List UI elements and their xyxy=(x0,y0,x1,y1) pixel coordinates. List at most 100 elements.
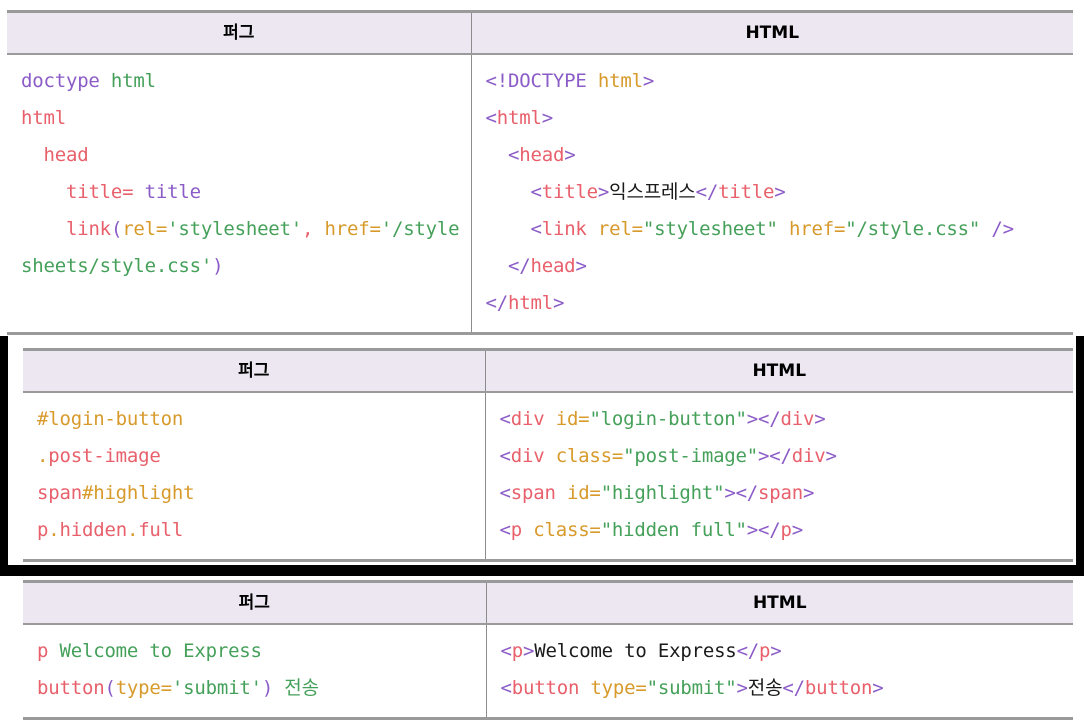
code-token: head xyxy=(519,144,565,166)
code-token: href= xyxy=(777,218,846,240)
code-token: span xyxy=(510,482,556,504)
code-line: span#highlight xyxy=(37,475,479,512)
code-token: </ xyxy=(736,640,760,662)
code-token: ) xyxy=(261,677,274,699)
code-line: #login-button xyxy=(37,401,479,438)
code-line: <link rel="stylesheet" href="/style.css"… xyxy=(486,211,1068,248)
code-token: > xyxy=(597,181,610,203)
code-line: <head> xyxy=(486,137,1068,174)
table-header-row: 퍼그 HTML xyxy=(23,580,1073,625)
code-token: div xyxy=(791,445,826,467)
code-token: href= xyxy=(324,218,381,240)
code-token: "post-image" xyxy=(623,445,759,467)
table-header-row: 퍼그 HTML xyxy=(23,348,1073,393)
code-token: link xyxy=(541,218,587,240)
code-line: </html> xyxy=(486,285,1068,322)
column-header-html: HTML xyxy=(470,10,1073,55)
column-header-pug: 퍼그 xyxy=(23,348,486,393)
code-line: button(type='submit') 전송 xyxy=(37,670,480,707)
code-token: "/style.css" xyxy=(845,218,981,240)
code-line: .post-image xyxy=(37,438,479,475)
code-token: "stylesheet" xyxy=(642,218,778,240)
code-token: title xyxy=(133,181,201,203)
code-token: doctype xyxy=(21,70,111,92)
code-token: > xyxy=(541,107,553,129)
code-line: <p class="hidden full"></p> xyxy=(500,512,1068,549)
code-token: span xyxy=(37,482,82,504)
code-token: 'stylesheet' xyxy=(167,218,303,240)
code-line: <div class="post-image"></div> xyxy=(500,438,1068,475)
code-token: div xyxy=(510,408,545,430)
code-line: head xyxy=(21,137,465,174)
code-token: < xyxy=(500,640,512,662)
code-line: <span id="highlight"></span> xyxy=(500,475,1068,512)
html-code-block: <div id="login-button"></div><div class=… xyxy=(486,401,1074,549)
code-line: <title>익스프레스</title> xyxy=(486,174,1068,211)
code-token: > xyxy=(523,640,535,662)
html-code-block: <p>Welcome to Express</p><button type="s… xyxy=(487,633,1074,707)
code-token: . xyxy=(37,445,49,467)
code-token: "submit" xyxy=(646,677,737,699)
code-token: ( xyxy=(110,218,123,240)
code-line: html xyxy=(21,100,465,137)
code-token: div xyxy=(780,408,815,430)
code-token: , xyxy=(302,218,325,240)
code-token: type= xyxy=(115,677,172,699)
code-token: / xyxy=(980,218,1003,240)
left-black-margin xyxy=(0,336,8,576)
code-line: <div id="login-button"></div> xyxy=(500,401,1068,438)
code-token: < xyxy=(499,482,511,504)
code-token: < xyxy=(500,677,512,699)
code-token: </ xyxy=(695,181,719,203)
code-line: <p>Welcome to Express</p> xyxy=(501,633,1068,670)
right-black-margin xyxy=(1076,336,1084,576)
code-token: > xyxy=(564,144,576,166)
code-token: #login-button xyxy=(37,408,184,430)
code-token: html xyxy=(586,70,643,92)
column-header-html: HTML xyxy=(484,348,1073,393)
code-token: < xyxy=(499,445,511,467)
code-token: html xyxy=(110,70,156,92)
code-token: title xyxy=(718,181,775,203)
code-token: head xyxy=(21,144,89,166)
code-token: type= xyxy=(579,677,647,699)
code-token: "highlight" xyxy=(600,482,725,504)
code-token: head xyxy=(530,255,576,277)
code-token: </ xyxy=(485,292,509,314)
code-line: <html> xyxy=(486,100,1068,137)
code-token: id= xyxy=(544,408,590,430)
code-token: ></ xyxy=(746,408,781,430)
code-line: title= title xyxy=(21,174,465,211)
code-line: p.hidden.full xyxy=(37,512,479,549)
code-token: 'submit' xyxy=(171,677,262,699)
code-token: Welcome to Express xyxy=(48,640,262,662)
code-token: </ xyxy=(485,255,531,277)
code-token: html xyxy=(21,107,66,129)
code-token: > xyxy=(825,445,837,467)
html-code-cell: <p>Welcome to Express</p><button type="s… xyxy=(485,624,1074,720)
code-token: title= xyxy=(21,181,134,203)
code-token: Welcome to Express xyxy=(534,640,737,662)
code-token: ></ xyxy=(758,445,792,467)
code-token: '/stylesheets/style.css' xyxy=(21,218,460,277)
code-token: > xyxy=(791,519,804,541)
code-token: p xyxy=(510,519,522,541)
code-token: < xyxy=(485,144,520,166)
code-token: p xyxy=(780,519,792,541)
code-line: doctype html xyxy=(21,63,465,100)
code-line: link(rel='stylesheet', href='/stylesheet… xyxy=(21,211,465,285)
code-token: > xyxy=(770,640,782,662)
code-token: . xyxy=(126,519,139,541)
code-token: <!DOCTYPE xyxy=(485,70,587,92)
code-token: p xyxy=(759,640,771,662)
code-token: full xyxy=(138,519,184,541)
code-token: ></ xyxy=(746,519,781,541)
